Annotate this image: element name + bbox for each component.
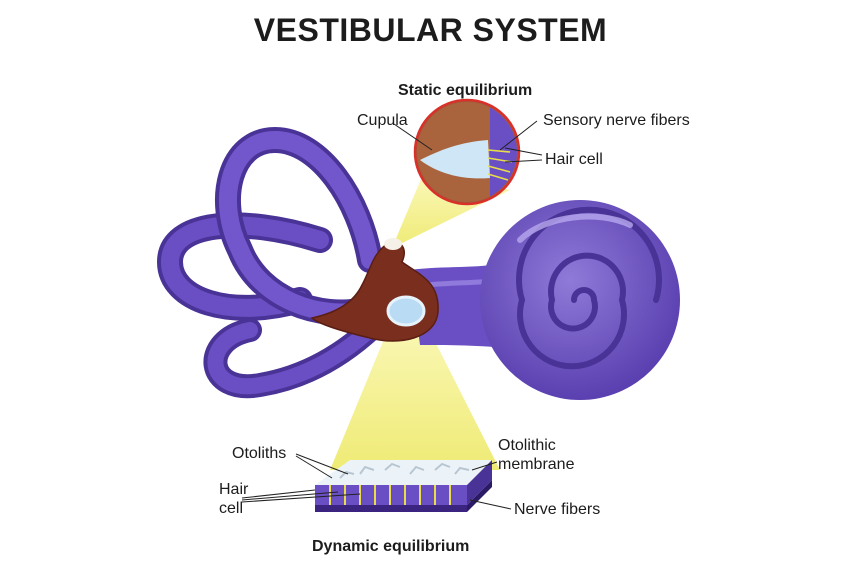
macula <box>386 295 426 327</box>
label-otolithic-line1: Otolithic <box>498 437 556 454</box>
label-hair-cell-dynamic-line1: Hair <box>219 481 249 498</box>
cochlea <box>480 200 680 400</box>
diagram-title: VESTIBULAR SYSTEM <box>253 12 608 48</box>
label-nerve-fibers: Nerve fibers <box>514 501 601 518</box>
leader-lines <box>241 120 543 510</box>
label-otolithic-line2: membrane <box>498 456 575 473</box>
dynamic-equilibrium-heading: Dynamic equilibrium <box>312 538 470 555</box>
label-hair-cell-static: Hair cell <box>545 151 603 168</box>
otolith-block <box>315 460 492 512</box>
label-sensory-nerve-fibers: Sensory nerve fibers <box>543 112 690 129</box>
label-cupula: Cupula <box>357 112 408 129</box>
static-equilibrium-heading: Static equilibrium <box>398 82 533 99</box>
label-otoliths: Otoliths <box>232 445 287 462</box>
dynamic-beam <box>330 310 500 470</box>
label-hair-cell-dynamic-line2: cell <box>219 500 244 517</box>
semicircular-canals <box>156 126 392 399</box>
vestibule <box>310 241 439 342</box>
